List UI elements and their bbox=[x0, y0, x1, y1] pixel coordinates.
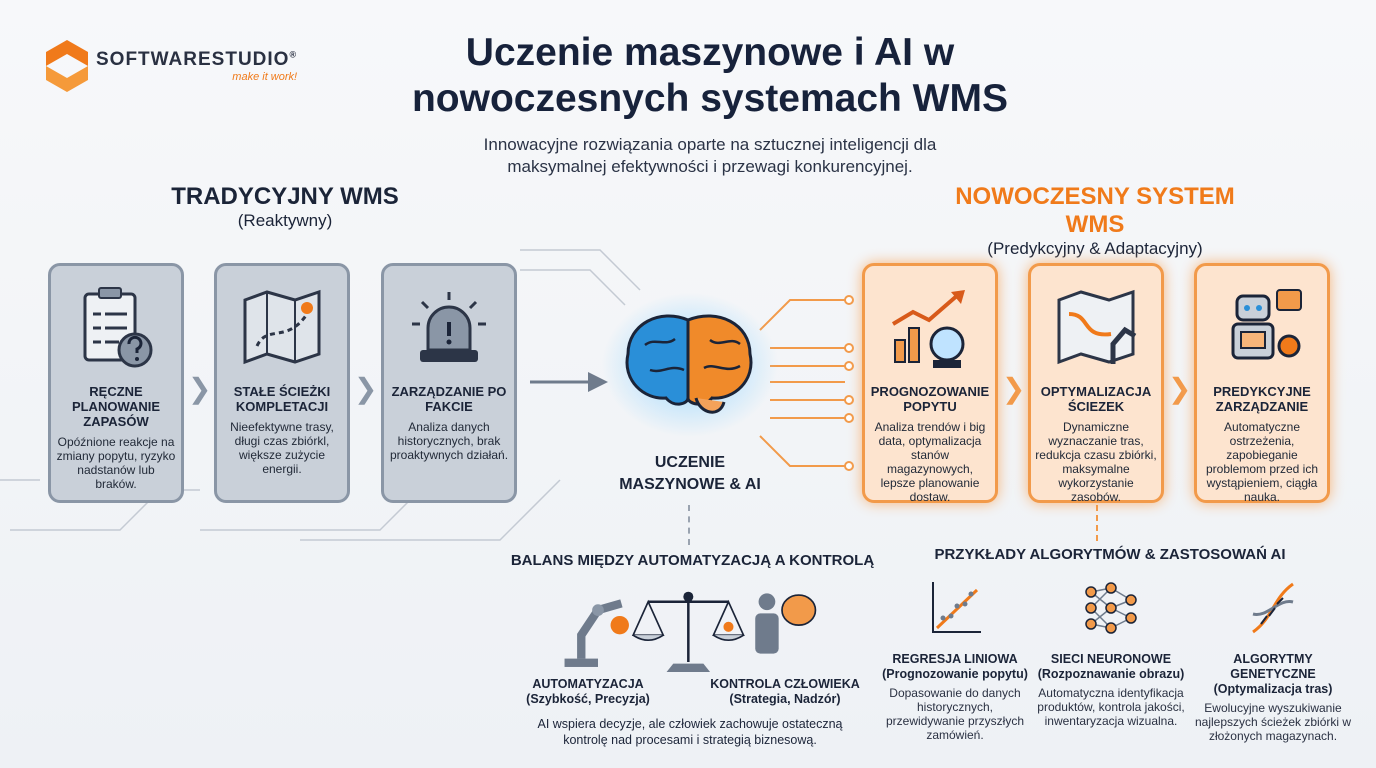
balance-note: AI wspiera decyzje, ale człowiek zachowu… bbox=[537, 717, 843, 747]
logo-tagline: make it work! bbox=[232, 71, 298, 83]
card-desc: Nieefektywne trasy, długi czas zbiórkl, … bbox=[230, 420, 334, 476]
divider bbox=[688, 505, 690, 545]
card-desc: Analiza danych historycznych, brak proak… bbox=[389, 420, 509, 462]
example-genetic-algorithms: ALGORYTMY GENETYCZNE(Optymalizacja tras)… bbox=[1190, 578, 1356, 743]
traditional-card-1: RĘCZNE PLANOWANIE ZAPASÓW Opóźnione reakc… bbox=[48, 263, 184, 503]
traditional-card-3: ZARZĄDZANIE PO FAKCIE Analiza danych hist… bbox=[381, 263, 517, 503]
example-regression: REGRESJA LINIOWA(Prognozowanie popytu)Do… bbox=[880, 578, 1030, 742]
automation-label: AUTOMATYZACJA(Szybkość, Precyzja) bbox=[526, 677, 650, 706]
card-title: STAŁE ŚCIEŻKI KOMPLETACJI bbox=[233, 384, 331, 414]
card-desc: Analiza trendów i big data, optymalizacj… bbox=[874, 420, 986, 504]
neural-network-icon bbox=[1085, 582, 1137, 634]
modern-header: NOWOCZESNY SYSTEM WMS(Predykcyjny & Adap… bbox=[955, 183, 1235, 258]
alarm-siren-icon bbox=[412, 292, 486, 362]
arrow-to-ai-icon bbox=[530, 370, 610, 394]
card-desc: Opóźnione reakcje na zmiany popytu, ryzy… bbox=[56, 435, 176, 491]
traditional-card-2: STAŁE ŚCIEŻKI KOMPLETACJI Nieefektywne tr… bbox=[214, 263, 350, 503]
card-title: RĘCZNE PLANOWANIE ZAPASÓW bbox=[71, 384, 161, 429]
dna-icon bbox=[1252, 582, 1294, 634]
map-robot-arm-icon bbox=[1057, 289, 1137, 365]
chart-crystal-ball-icon bbox=[891, 290, 965, 368]
robot-gear-icon bbox=[1231, 289, 1302, 360]
human-control-label: KONTROLA CZŁOWIEKA(Strategia, Nadzór) bbox=[710, 677, 860, 706]
modern-card-3: PREDYKCYJNE ZARZĄDZANIE Automatyczne ostr… bbox=[1194, 263, 1330, 504]
card-desc: Dynamiczne wyznaczanie tras, redukcja cz… bbox=[1035, 420, 1157, 504]
robot-arm-icon bbox=[564, 599, 629, 667]
card-title: ZARZĄDZANIE PO FAKCIE bbox=[391, 384, 507, 414]
balance-scale-icon bbox=[564, 591, 817, 672]
map-route-icon bbox=[243, 289, 321, 365]
trend-line-icon bbox=[932, 582, 981, 633]
example-neural-networks: SIECI NEURONOWE(Rozpoznawanie obrazu)Aut… bbox=[1036, 578, 1186, 728]
divider bbox=[1096, 505, 1098, 541]
card-title: PREDYKCYJNE ZARZĄDZANIE bbox=[1213, 384, 1311, 414]
arrow-right-icon: ❯ bbox=[354, 373, 378, 404]
arrow-right-icon: ❯ bbox=[1168, 373, 1192, 404]
clipboard-question-icon bbox=[83, 287, 153, 368]
logo-mark: ® bbox=[289, 49, 298, 60]
arrow-right-icon: ❯ bbox=[1002, 373, 1026, 404]
balance-title: BALANS MIĘDZY AUTOMATYZACJĄ A KONTROLĄ bbox=[510, 552, 875, 569]
logo-name: SOFTWARESTUDIO bbox=[96, 49, 290, 70]
logo-mark-icon bbox=[46, 40, 88, 92]
card-desc: Automatyczne ostrzeżenia, zapobieganie p… bbox=[1205, 420, 1319, 504]
brain-icon bbox=[600, 290, 780, 440]
modern-card-1: PROGNOZOWANIE POPYTU Analiza trendów i bi… bbox=[862, 263, 998, 504]
card-title: OPTYMALIZACJA ŚCIEZEK bbox=[1040, 384, 1152, 414]
card-title: PROGNOZOWANIE POPYTU bbox=[870, 384, 990, 414]
logo: SOFTWARESTUDIO® make it work! bbox=[46, 40, 297, 92]
examples-title: PRZYKŁADY ALGORYTMÓW & ZASTOSOWAŃ AI bbox=[934, 546, 1286, 563]
human-brain-icon bbox=[755, 593, 817, 654]
traditional-header: TRADYCYJNY WMS(Reaktywny) bbox=[171, 183, 399, 230]
arrow-right-icon: ❯ bbox=[188, 373, 212, 404]
page-subtitle: Innowacyjne rozwiązania oparte na sztucz… bbox=[483, 135, 937, 176]
modern-card-2: OPTYMALIZACJA ŚCIEZEK Dynamiczne wyznacza… bbox=[1028, 263, 1164, 504]
